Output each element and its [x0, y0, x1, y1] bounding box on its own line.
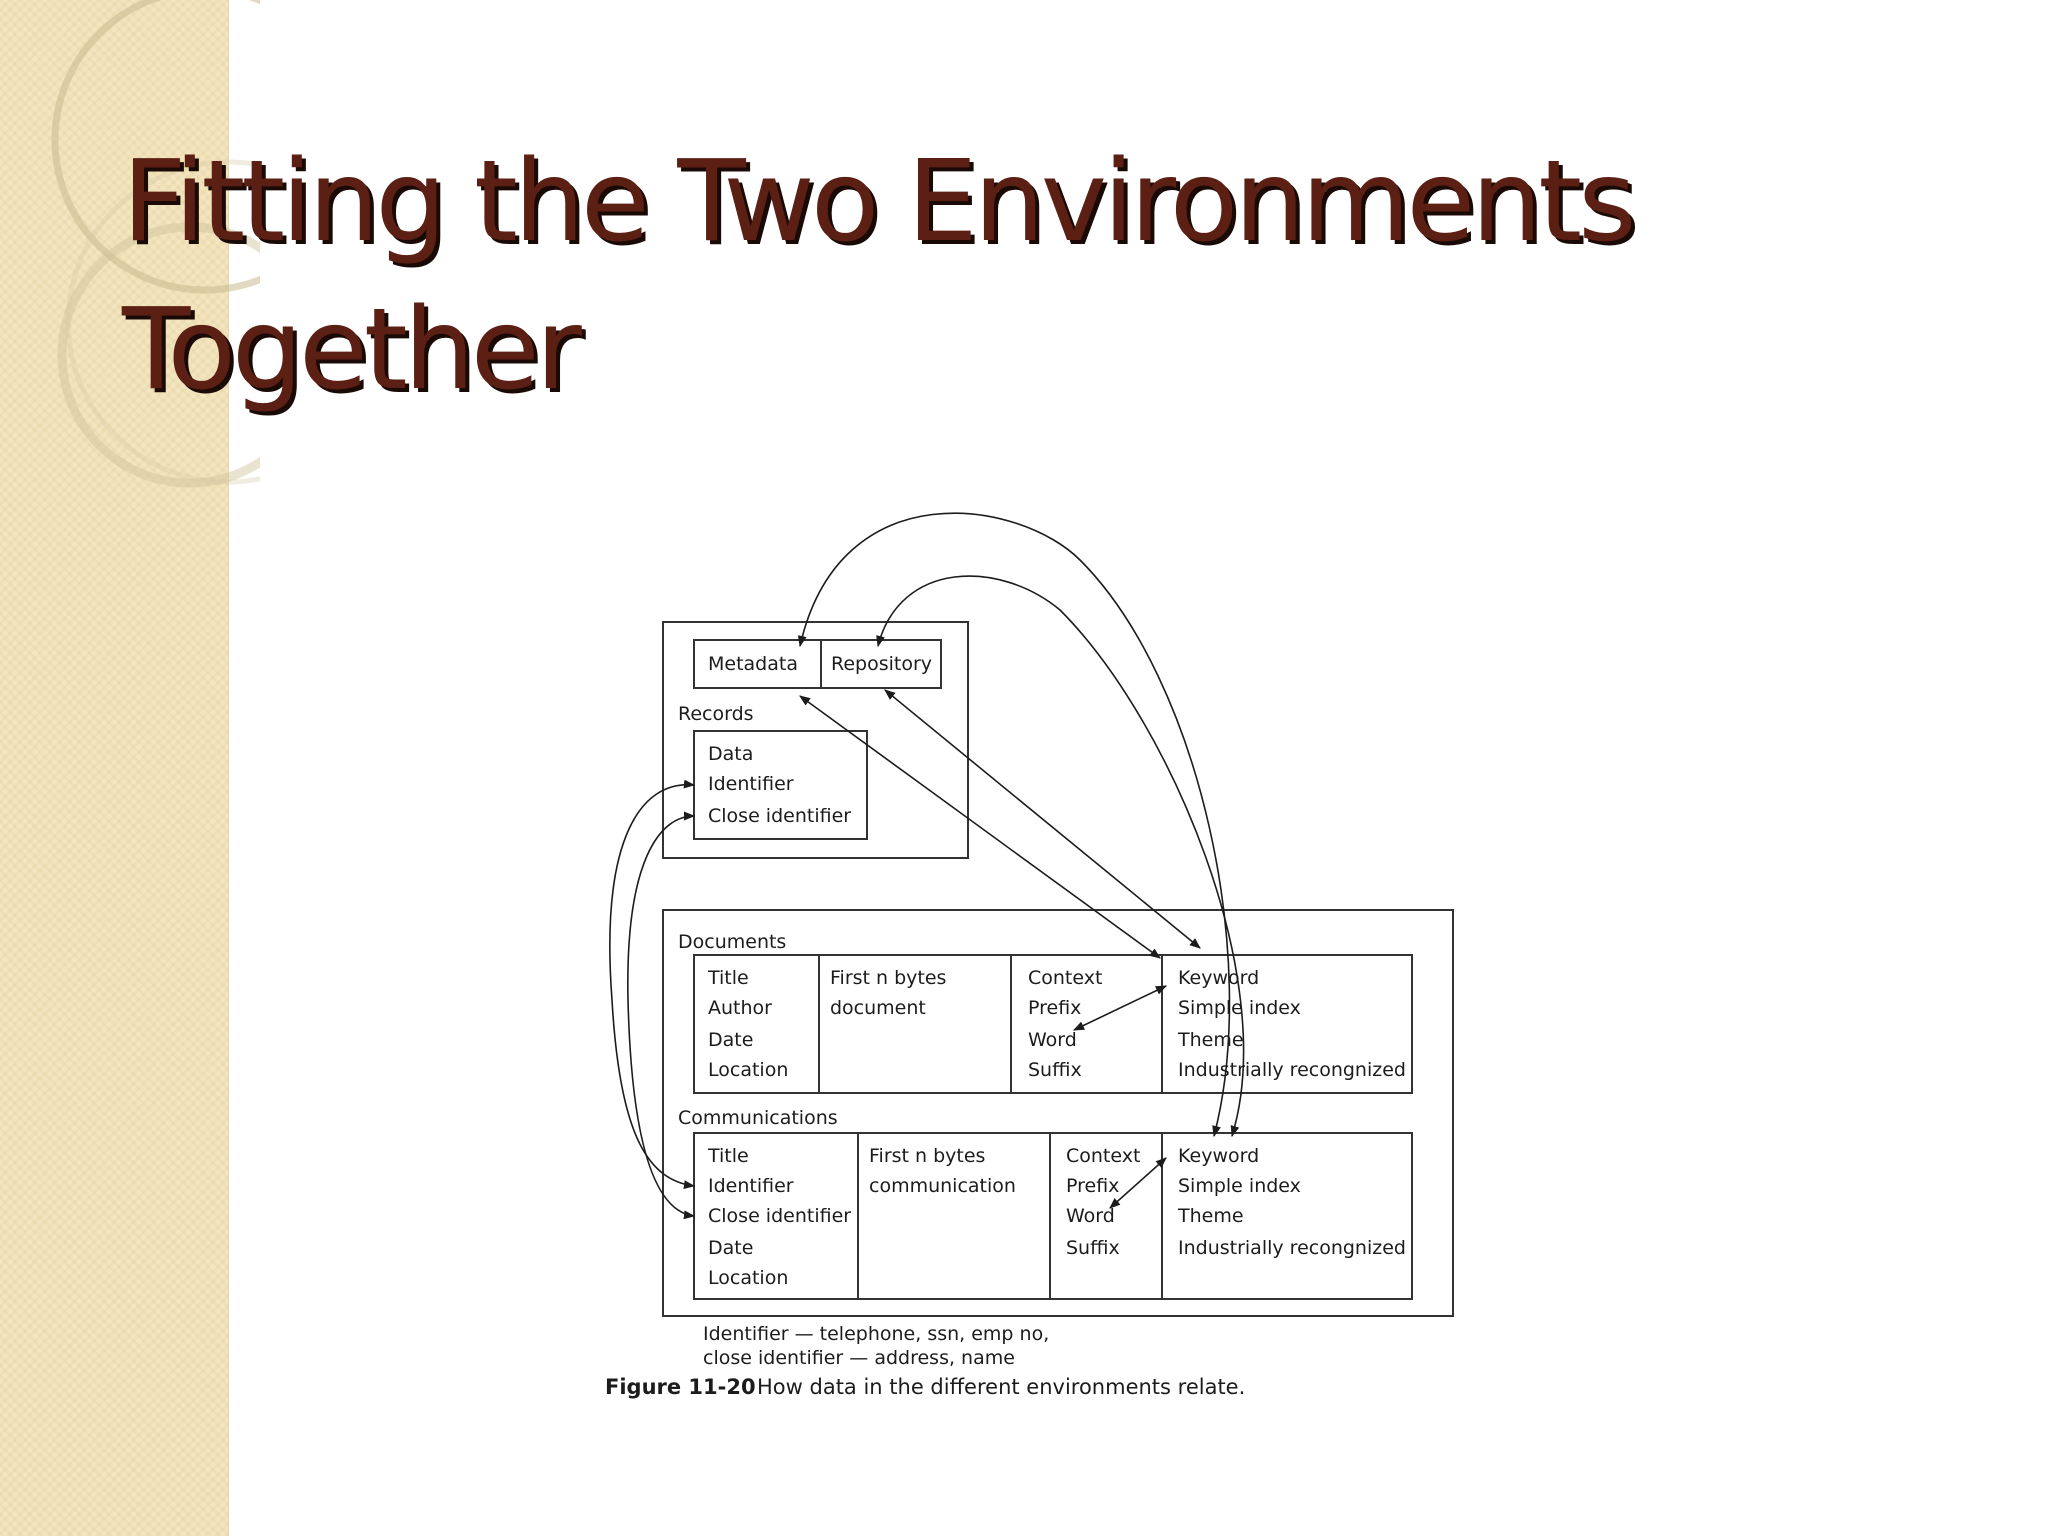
doc-col4-item: Simple index [1178, 997, 1301, 1019]
repository-label: Repository [831, 653, 932, 675]
comm-col3-item: Suffix [1066, 1237, 1120, 1259]
doc-col3-item: Context [1028, 967, 1102, 989]
comm-col3-item: Word [1066, 1205, 1115, 1227]
doc-col4-item: Industrially recongnized [1178, 1059, 1406, 1081]
comm-col1-item: Close identifier [708, 1205, 851, 1227]
doc-col4-item: Keyword [1178, 967, 1259, 989]
metadata-label: Metadata [708, 653, 798, 675]
comm-col4-item: Theme [1177, 1205, 1244, 1227]
slide-title: Fitting the Two Environments Together [122, 137, 1637, 415]
comm-col2-item: communication [869, 1175, 1016, 1197]
records-label: Records [678, 703, 754, 725]
figure-caption: How data in the different environments r… [757, 1375, 1245, 1399]
note-line: Identifier — telephone, ssn, emp no, [703, 1323, 1049, 1345]
communications-section: Communications Title Identifier Close id… [678, 1107, 1413, 1300]
comm-col1-item: Title [707, 1145, 749, 1167]
relationship-arrows [609, 512, 1245, 1220]
comm-col2-item: First n bytes [869, 1145, 985, 1167]
records-item-data: Data [708, 743, 753, 765]
doc-col4-item: Theme [1177, 1029, 1244, 1051]
documents-section: Documents Title Author Date Location Fir… [678, 931, 1413, 1094]
records-item-identifier: Identifier [708, 773, 794, 795]
documents-label: Documents [678, 931, 786, 953]
doc-col1-item: Date [708, 1029, 753, 1051]
comm-col3-item: Prefix [1066, 1175, 1119, 1197]
doc-col3-item: Prefix [1028, 997, 1081, 1019]
decorative-rings [51, 0, 260, 488]
doc-col3-item: Word [1028, 1029, 1077, 1051]
comm-col1-item: Location [708, 1267, 788, 1289]
communications-label: Communications [678, 1107, 838, 1129]
doc-col1-item: Title [707, 967, 749, 989]
doc-col3-item: Suffix [1028, 1059, 1082, 1081]
comm-col4-item: Simple index [1178, 1175, 1301, 1197]
doc-col1-item: Author [708, 997, 772, 1019]
comm-col3-item: Context [1066, 1145, 1140, 1167]
comm-col1-item: Date [708, 1237, 753, 1259]
comm-col4-item: Industrially recongnized [1178, 1237, 1406, 1259]
figure-number: Figure 11-20 [605, 1375, 756, 1399]
doc-col1-item: Location [708, 1059, 788, 1081]
doc-col2-item: document [830, 997, 926, 1019]
records-box: Metadata Repository Records Data Identif… [662, 621, 969, 859]
note-line: close identifier — address, name [703, 1347, 1015, 1369]
comm-col1-item: Identifier [708, 1175, 794, 1197]
doc-col2-item: First n bytes [830, 967, 946, 989]
comm-col4-item: Keyword [1178, 1145, 1259, 1167]
records-item-close-identifier: Close identifier [708, 805, 851, 827]
